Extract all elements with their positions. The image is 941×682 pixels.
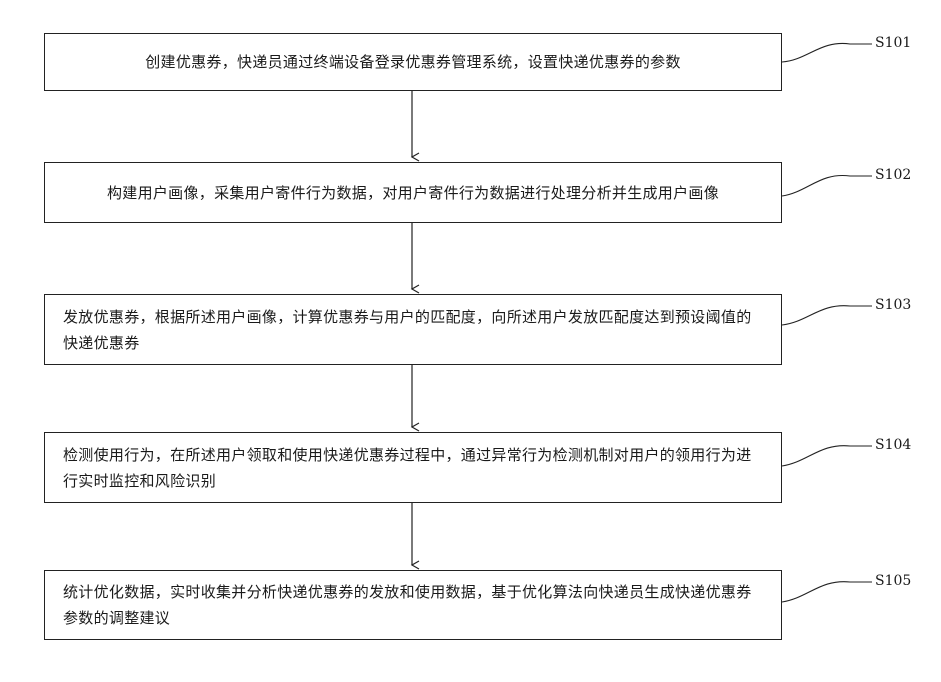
step-text-s103: 发放优惠券，根据所述用户画像，计算优惠券与用户的匹配度，向所述用户发放匹配度达到… <box>63 304 763 356</box>
step-box-s102: 构建用户画像，采集用户寄件行为数据，对用户寄件行为数据进行处理分析并生成用户画像 <box>44 162 782 223</box>
step-label-s105: S105 <box>875 573 911 589</box>
step-label-s103: S103 <box>875 297 911 313</box>
step-box-s105: 统计优化数据，实时收集并分析快递优惠券的发放和使用数据，基于优化算法向快递员生成… <box>44 570 782 640</box>
leader-s105 <box>782 582 872 602</box>
leader-s104 <box>782 446 872 466</box>
step-text-s105: 统计优化数据，实时收集并分析快递优惠券的发放和使用数据，基于优化算法向快递员生成… <box>63 579 763 631</box>
step-label-s104: S104 <box>875 437 911 453</box>
step-box-s101: 创建优惠券，快递员通过终端设备登录优惠券管理系统，设置快递优惠券的参数 <box>44 33 782 91</box>
step-box-s103: 发放优惠券，根据所述用户画像，计算优惠券与用户的匹配度，向所述用户发放匹配度达到… <box>44 294 782 365</box>
step-label-s102: S102 <box>875 167 911 183</box>
step-text-s102: 构建用户画像，采集用户寄件行为数据，对用户寄件行为数据进行处理分析并生成用户画像 <box>107 180 719 206</box>
leader-s102 <box>782 175 872 196</box>
leader-s103 <box>782 306 872 325</box>
step-box-s104: 检测使用行为，在所述用户领取和使用快递优惠券过程中，通过异常行为检测机制对用户的… <box>44 432 782 503</box>
step-text-s101: 创建优惠券，快递员通过终端设备登录优惠券管理系统，设置快递优惠券的参数 <box>145 49 681 75</box>
step-text-s104: 检测使用行为，在所述用户领取和使用快递优惠券过程中，通过异常行为检测机制对用户的… <box>63 442 763 494</box>
step-label-s101: S101 <box>875 35 911 51</box>
leader-s101 <box>782 43 872 62</box>
